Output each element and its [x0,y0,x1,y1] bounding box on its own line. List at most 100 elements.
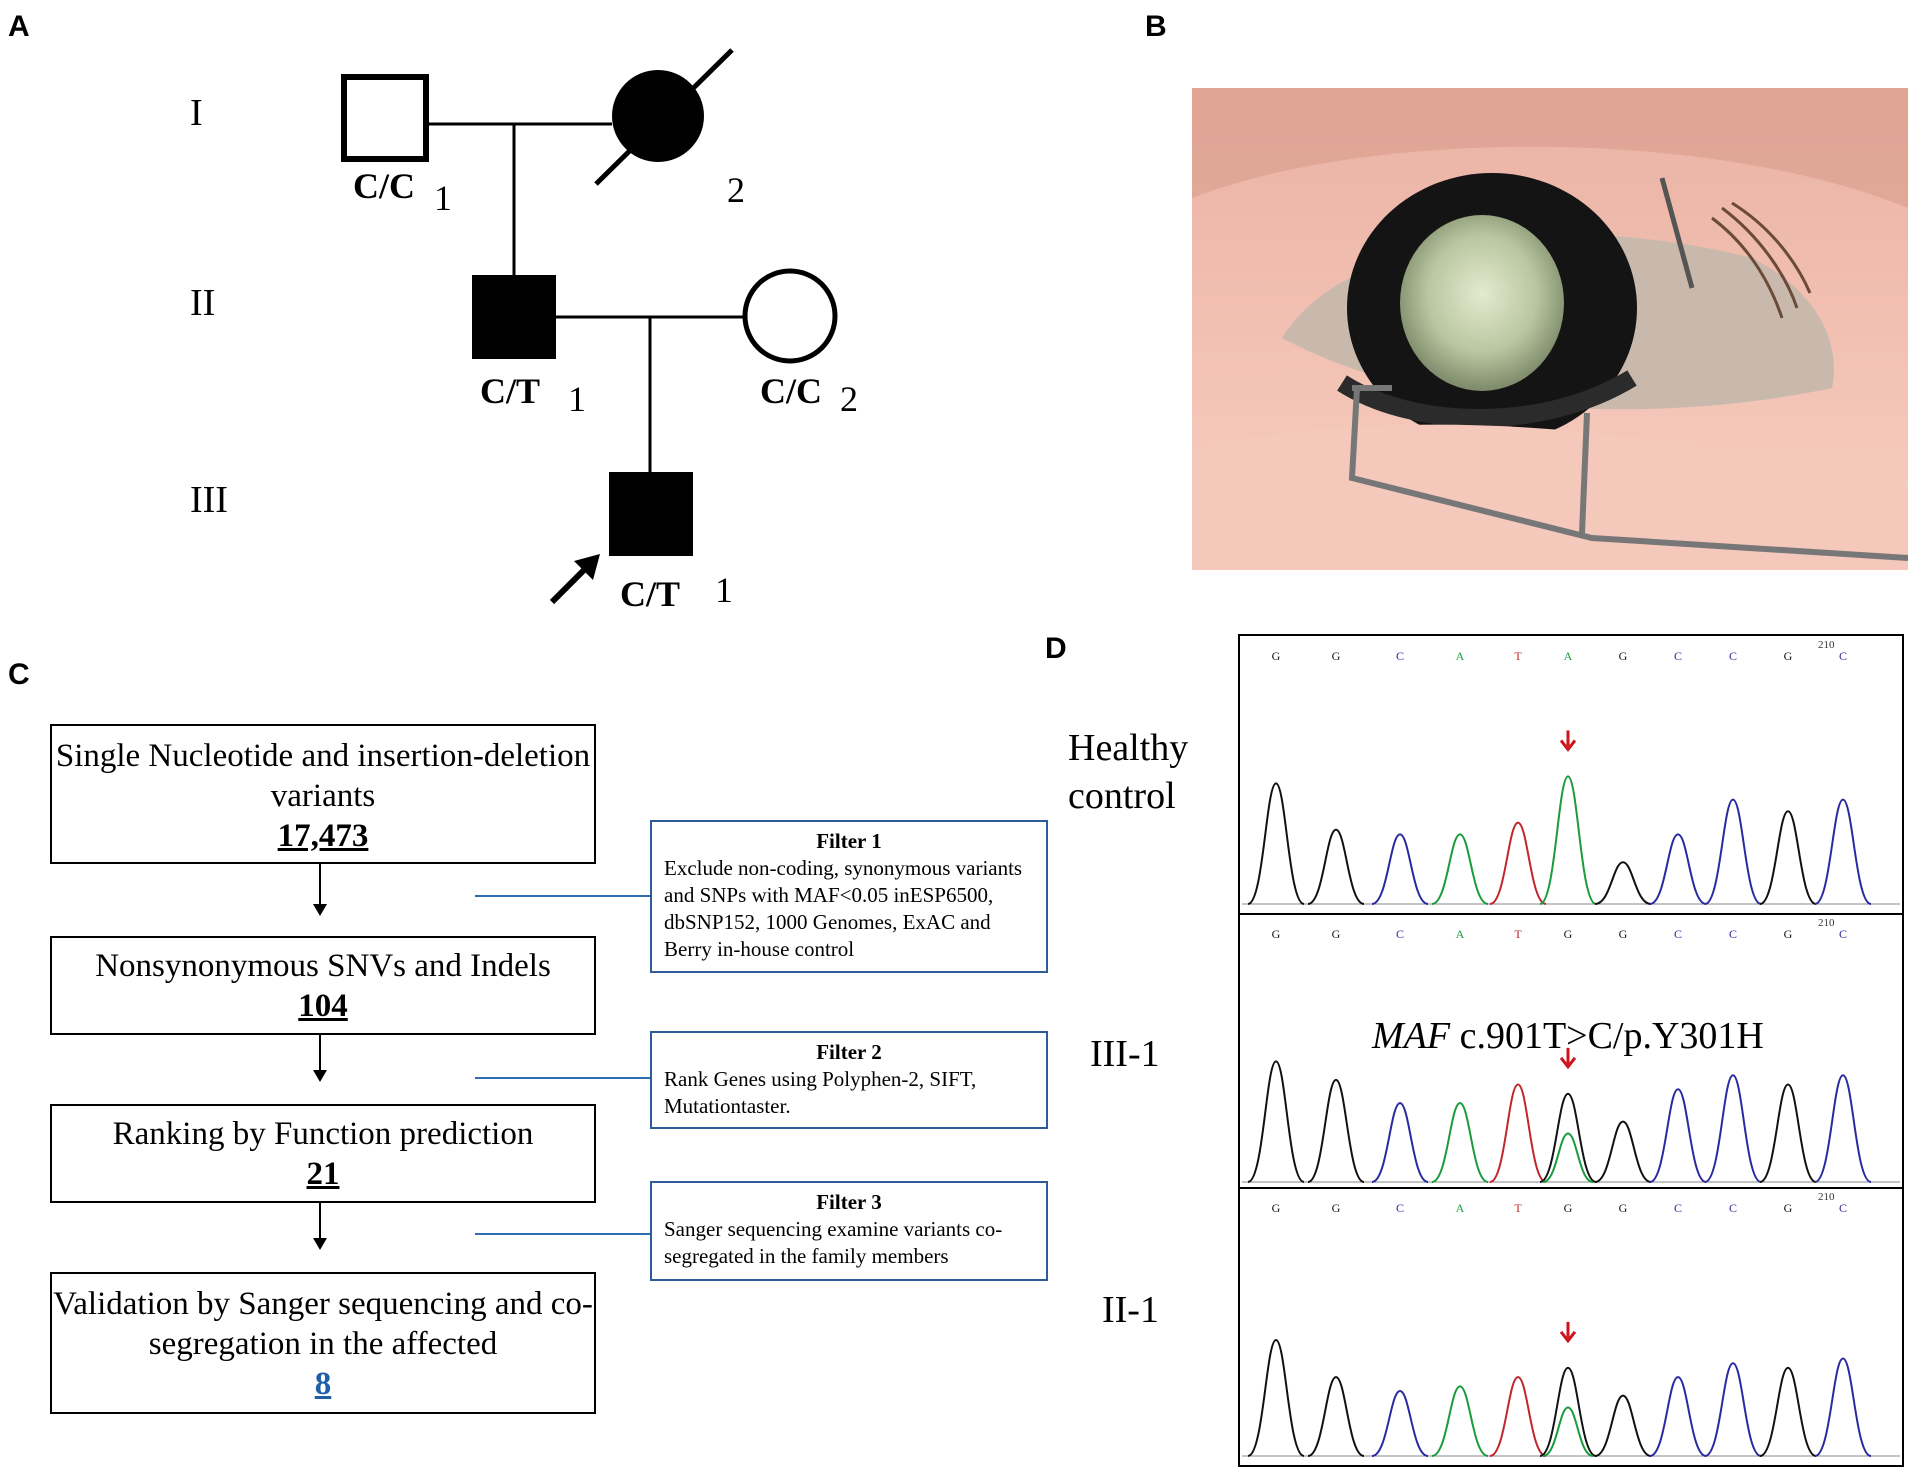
base-call-label: A [1456,649,1465,663]
base-call-label: C [1729,927,1737,941]
base-call-label: G [1272,1201,1281,1215]
filter-text-3: Sanger sequencing examine variants co-se… [664,1217,1003,1268]
base-call-label: C [1729,649,1737,663]
step-box-3: Ranking by Function prediction 21 [50,1104,596,1203]
eye-photo [1192,88,1908,570]
mutation-gene: MAF [1372,1015,1451,1057]
chromatogram-peak-secondary [1542,1406,1594,1457]
chromatogram-peak [1307,1078,1365,1183]
arrow-down-icon [313,1203,327,1250]
chromatogram-peak [1539,775,1597,905]
base-call-label: G [1564,1201,1573,1215]
step-count-2: 104 [298,988,348,1024]
number-ii-1: 1 [568,379,586,419]
base-call-label: C [1839,1201,1847,1215]
base-call-label: G [1784,649,1793,663]
mutation-arrow-icon [1559,1321,1577,1344]
base-call-label: C [1729,1201,1737,1215]
generation-label-ii: II [190,282,215,324]
position-label: 210 [1818,917,1835,929]
step-label-2: Nonsynonymous SNVs and Indels [95,948,551,984]
chromatogram-peak [1307,828,1365,905]
chromatogram-peak [1594,1120,1652,1183]
individual-i-2 [612,70,704,162]
chromatogram-peak [1759,1083,1817,1183]
panel-label-d: D [1045,632,1067,665]
base-call-label: A [1456,927,1465,941]
step-box-2: Nonsynonymous SNVs and Indels 104 [50,936,596,1035]
panel-label-b: B [1145,10,1167,43]
chromatogram-peak [1489,821,1547,905]
chromatogram-peak [1814,1074,1872,1183]
arrow-down-icon [313,1035,327,1082]
chromatogram-peak [1759,1366,1817,1457]
step-count-3: 21 [306,1156,340,1192]
generation-label-i: I [190,92,203,134]
base-call-label: G [1332,1201,1341,1215]
individual-i-1 [341,74,429,162]
panel-label-c: C [8,658,30,691]
step-label-3: Ranking by Function prediction [112,1116,534,1152]
individual-iii-1 [609,472,693,556]
chromatogram-peak [1371,833,1429,905]
chromatogram-peak [1307,1376,1365,1457]
chromatogram-peak [1649,1088,1707,1183]
step-count-1: 17,473 [277,818,369,854]
label-iii-1: III-1 [1090,1033,1160,1075]
base-call-label: C [1839,927,1847,941]
base-call-label: G [1332,927,1341,941]
genotype-ii-2: C/C [760,371,822,411]
step-label-4: Validation by Sanger sequencing and co-s… [53,1286,593,1362]
arrow-down-icon [313,864,327,916]
mutation-annotation: MAF c.901T>C/p.Y301H [1372,1014,1764,1058]
base-call-label: C [1396,649,1404,663]
chromatogram-peak [1431,833,1489,905]
generation-label-iii: III [190,479,228,521]
genotype-iii-1: C/T [620,574,680,614]
chromatogram-peak [1649,833,1707,905]
base-call-label: C [1674,1201,1682,1215]
pedigree-chart: I II III C/C 1 2 C/T 1 C/C 2 C/T 1 [190,48,858,614]
base-call-label: C [1674,927,1682,941]
chromatogram-peak [1759,810,1817,905]
deceased-mark-i-2 [594,48,734,186]
base-call-label: G [1272,649,1281,663]
chromatogram-peak [1594,861,1652,905]
chromatogram-peak [1431,1385,1489,1457]
mutation-arrow-icon [1559,730,1577,752]
number-ii-2: 2 [840,379,858,419]
base-call-label: A [1564,649,1573,663]
chromatogram-peak [1704,1074,1762,1183]
genotype-i-1: C/C [353,166,415,206]
filter-text-2: Rank Genes using Polyphen-2, SIFT, Mutat… [664,1067,977,1118]
filter-box-2: Filter 2 Rank Genes using Polyphen-2, SI… [650,1031,1048,1129]
label-healthy-control: Healthy control [1068,727,1189,817]
chromatogram-peak [1431,1102,1489,1183]
filter-title-3: Filter 3 [816,1190,882,1214]
number-i-1: 1 [434,178,452,218]
filter-title-1: Filter 1 [816,829,882,853]
step-box-4: Validation by Sanger sequencing and co-s… [50,1272,596,1414]
chromatogram-peak [1539,1366,1597,1457]
chromatogram-peak [1594,1394,1652,1457]
label-ii-1: II-1 [1102,1289,1159,1331]
chromatogram-frame [1238,634,1904,1467]
base-call-label: T [1514,649,1522,663]
chromatogram-peak [1704,798,1762,905]
base-call-label: T [1514,927,1522,941]
base-call-label: G [1619,1201,1628,1215]
individual-ii-1 [472,275,556,359]
base-call-label: G [1272,927,1281,941]
base-call-label: G [1332,649,1341,663]
filter-text-1: Exclude non-coding, synonymous variants … [664,856,1023,961]
base-call-label: G [1564,927,1573,941]
chromatogram-peak [1371,1390,1429,1457]
position-label: 210 [1818,1191,1835,1203]
base-call-label: A [1456,1201,1465,1215]
step-box-1: Single Nucleotide and insertion-deletion… [50,724,596,864]
base-call-label: C [1396,1201,1404,1215]
mutation-change: c.901T>C/p.Y301H [1459,1015,1764,1057]
base-call-label: G [1784,1201,1793,1215]
filter-box-3: Filter 3 Sanger sequencing examine varia… [650,1181,1048,1281]
